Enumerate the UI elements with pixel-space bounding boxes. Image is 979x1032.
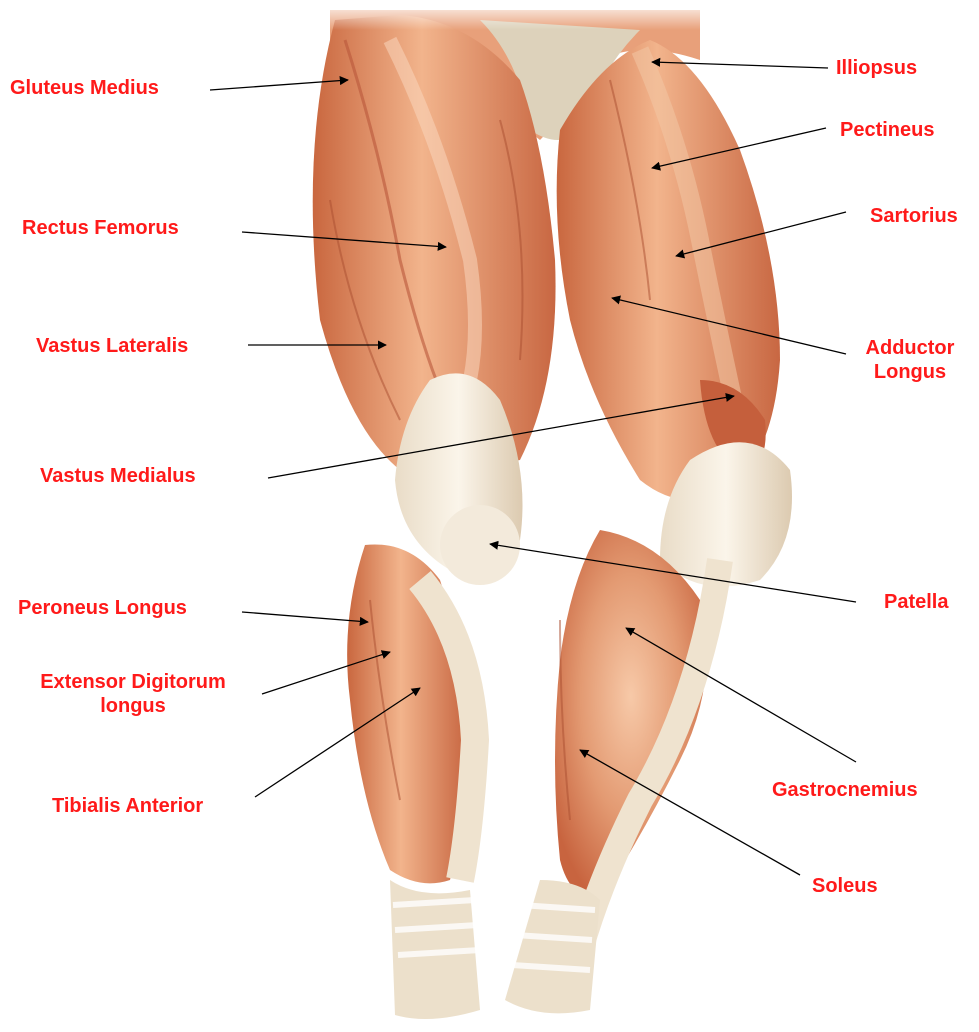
label-adductor-longus-line-2: Longus <box>850 360 970 384</box>
leader-peroneus-longus <box>242 612 368 622</box>
label-adductor-longus-line-1: Adductor <box>850 336 970 360</box>
label-extensor-digitorum-line-2: longus <box>18 694 248 718</box>
label-sartorius: Sartorius <box>870 204 958 228</box>
right-thigh <box>557 40 780 500</box>
label-extensor-digitorum-line-1: Extensor Digitorum <box>18 670 248 694</box>
label-rectus-femorus: Rectus Femorus <box>22 216 179 240</box>
label-patella: Patella <box>884 590 948 614</box>
label-extensor-digitorum: Extensor Digitorum longus <box>18 670 248 718</box>
label-soleus: Soleus <box>812 874 878 898</box>
label-tibialis-anterior: Tibialis Anterior <box>52 794 203 818</box>
label-illiopsus: Illiopsus <box>836 56 917 80</box>
label-gastrocnemius: Gastrocnemius <box>772 778 918 802</box>
label-adductor-longus: Adductor Longus <box>850 336 970 384</box>
left-lower-leg <box>347 544 480 1019</box>
label-vastus-medialus: Vastus Medialus <box>40 464 196 488</box>
right-lower-leg <box>505 530 720 1013</box>
label-pectineus: Pectineus <box>840 118 934 142</box>
label-gluteus-medius: Gluteus Medius <box>10 76 159 100</box>
label-vastus-lateralis: Vastus Lateralis <box>36 334 188 358</box>
label-peroneus-longus: Peroneus Longus <box>18 596 187 620</box>
